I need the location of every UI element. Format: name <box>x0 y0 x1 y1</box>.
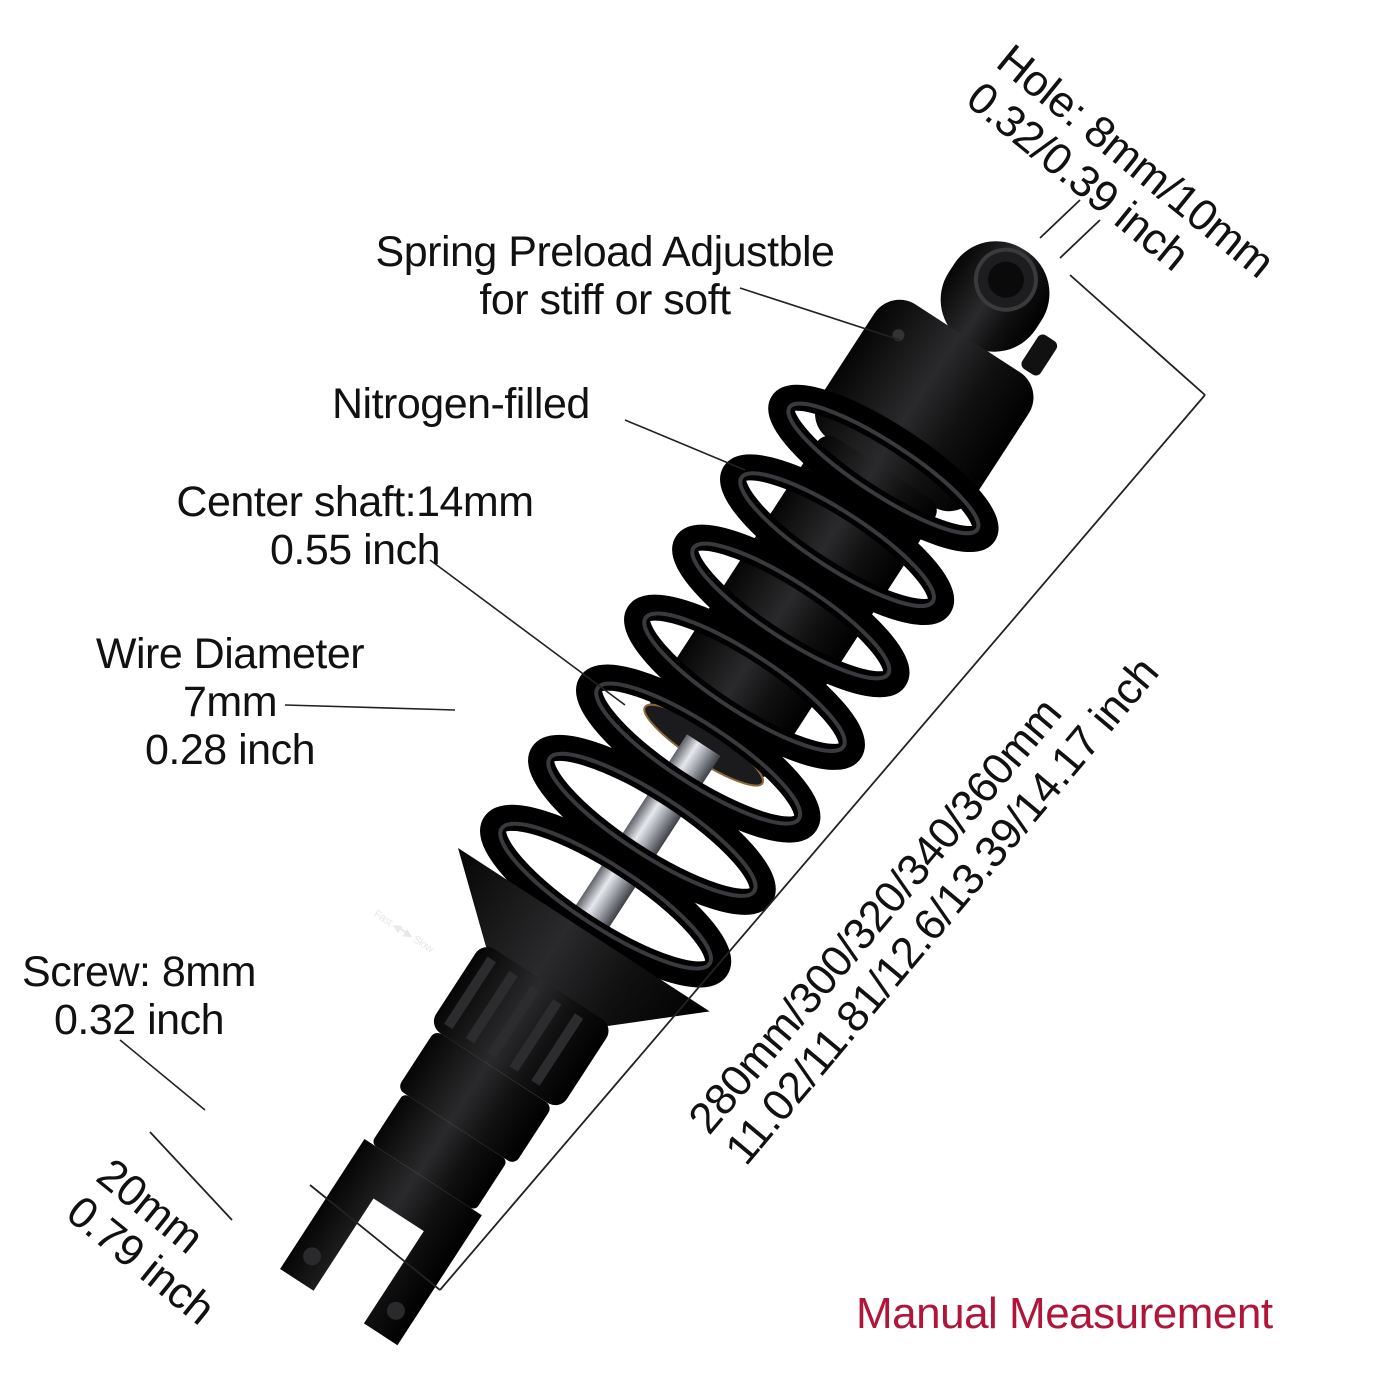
wire-diameter-line2: 7mm <box>182 678 278 726</box>
center-shaft-line1: Center shaft:14mm <box>176 478 534 526</box>
wire-diameter-line1: Wire Diameter <box>95 630 365 678</box>
spring-seat <box>458 847 710 1027</box>
nitrogen-label: Nitrogen-filled <box>332 380 590 428</box>
screw-line2: 0.32 inch <box>53 996 225 1044</box>
manual-measurement-note: Manual Measurement <box>856 1289 1273 1338</box>
top-eye-mount <box>940 241 1058 376</box>
spring-preload-line2: for stiff or soft <box>479 276 731 324</box>
spring-preload-label: Spring Preload Adjustble for stiff or so… <box>340 228 870 324</box>
center-shaft-label: Center shaft:14mm 0.55 inch <box>150 478 560 574</box>
spring-preload-line1: Spring Preload Adjustble <box>375 228 835 276</box>
dimension-lines <box>149 199 1206 1291</box>
screw-label: Screw: 8mm 0.32 inch <box>4 948 274 1044</box>
wire-diameter-line3: 0.28 inch <box>144 726 316 774</box>
center-shaft-line2: 0.55 inch <box>269 526 441 574</box>
clevis-mount <box>280 1138 482 1346</box>
screw-line1: Screw: 8mm <box>22 948 256 996</box>
hex-nut <box>373 1095 506 1209</box>
coil-spring <box>480 384 999 988</box>
damping-adjuster <box>400 947 609 1162</box>
wire-diameter-label: Wire Diameter 7mm 0.28 inch <box>70 630 390 774</box>
leader-lines <box>119 287 901 1111</box>
